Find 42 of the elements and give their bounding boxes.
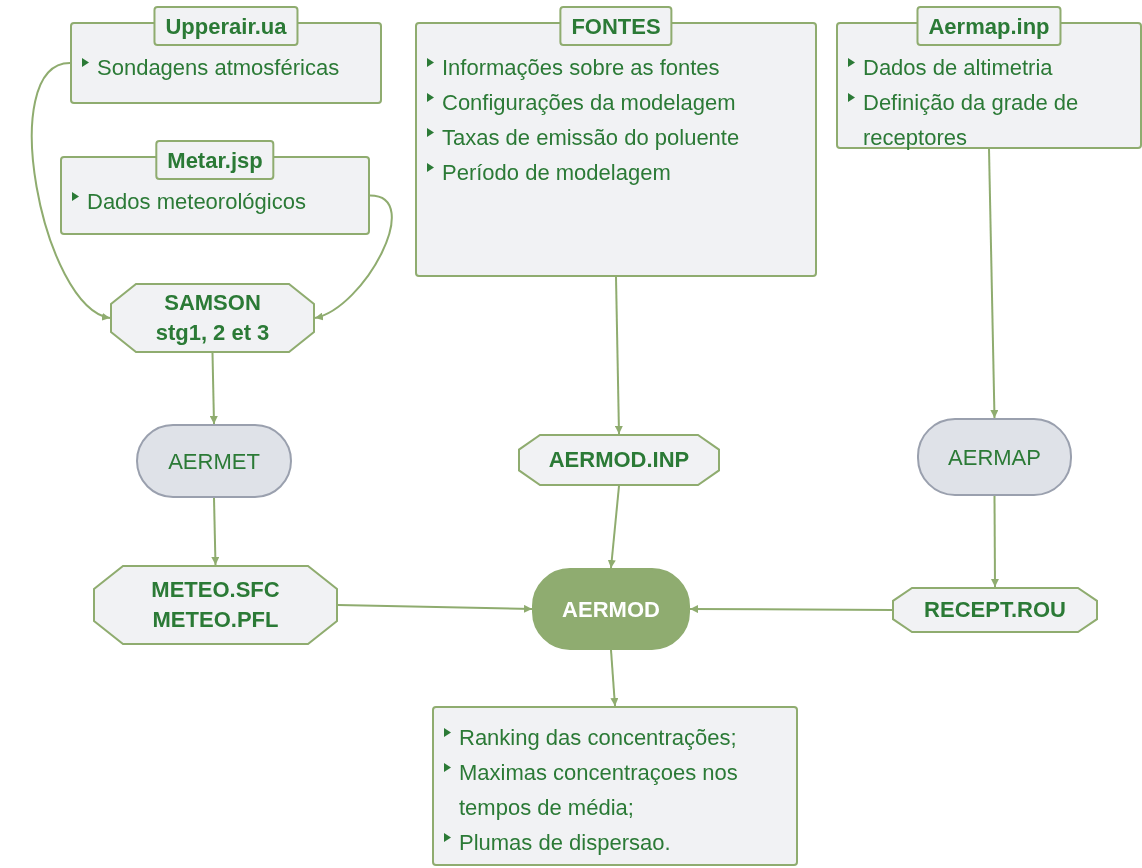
bullet-text: Definição da grade de receptores: [863, 89, 1080, 152]
bullet-text: Sondagens atmosféricas: [97, 54, 340, 82]
arrow: [990, 495, 999, 588]
arrow: [689, 605, 893, 614]
bullet-text: Informações sobre as fontes: [442, 54, 720, 82]
node-label: RECEPT.ROU: [924, 596, 1066, 624]
bullet-text: Ranking das concentrações;: [459, 724, 737, 752]
card-title: Upperair.ua: [153, 6, 299, 46]
file-octagon: [93, 565, 338, 645]
bullet-text: Plumas de dispersao.: [459, 829, 671, 857]
arrow: [211, 497, 220, 566]
node-label: METEO.SFC METEO.PFL: [150, 576, 281, 634]
bullet-text: Configurações da modelagem: [442, 89, 736, 117]
note-card: [60, 140, 370, 235]
node-label: AERMAP: [948, 443, 1041, 472]
arrow: [31, 62, 111, 319]
arrow: [610, 649, 619, 707]
arrow: [614, 276, 623, 435]
bullet-text: Taxas de emissão do poluente: [442, 124, 740, 152]
note-card: [836, 6, 1142, 149]
card-title: Metar.jsp: [155, 140, 275, 180]
note-card: [70, 6, 382, 104]
arrow: [607, 485, 620, 569]
bullet-text: Dados de altimetria: [863, 54, 1053, 82]
arrow: [314, 194, 393, 320]
arrow: [209, 352, 218, 425]
card-title: Aermap.inp: [916, 6, 1062, 46]
arrow: [337, 604, 533, 613]
file-octagon: [518, 434, 720, 486]
note-card: [415, 6, 817, 277]
arrow: [988, 148, 999, 419]
bullet-text: Dados meteorológicos: [87, 188, 306, 216]
node-label: AERMOD.INP: [548, 446, 690, 474]
card-title: FONTES: [559, 6, 673, 46]
node-label: AERMET: [168, 447, 260, 476]
file-octagon: [110, 283, 315, 353]
node-label: AERMOD: [562, 595, 660, 624]
node-label: SAMSON stg1, 2 et 3: [154, 289, 271, 347]
bullet-text: Período de modelagem: [442, 159, 671, 187]
file-octagon: [892, 587, 1098, 633]
output-box: [432, 706, 798, 866]
bullet-text: Maximas concentraçoes nos tempos de média;: [459, 759, 739, 822]
